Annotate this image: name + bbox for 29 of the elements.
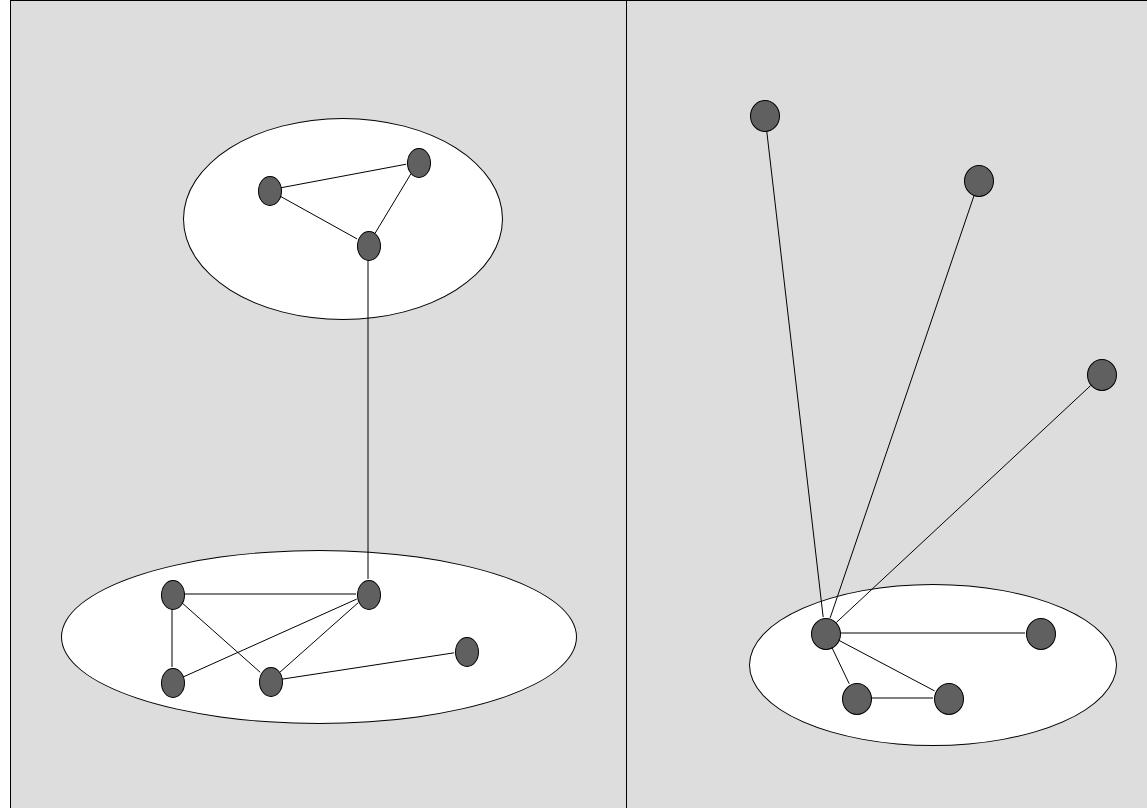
- connector-line: [839, 632, 1026, 634]
- connector-line: [183, 593, 357, 595]
- connector-line: [870, 697, 934, 699]
- vertex-circle: [811, 618, 841, 650]
- connector-line: [279, 195, 358, 240]
- connector-line: [766, 131, 824, 618]
- connector-line: [280, 163, 407, 189]
- connector-line: [171, 608, 173, 668]
- vertex-circle: [258, 176, 282, 206]
- vertex-circle: [934, 683, 964, 715]
- connector-line: [831, 646, 850, 685]
- connector-line: [181, 602, 261, 673]
- vertex-circle: [455, 637, 479, 667]
- vertex-circle: [161, 580, 185, 610]
- vertex-circle: [161, 668, 185, 698]
- connector-line: [835, 385, 1092, 623]
- vertex-circle: [407, 148, 431, 178]
- connector-line: [837, 639, 936, 692]
- connector-line: [279, 602, 359, 673]
- vertex-circle: [357, 580, 381, 610]
- connector-line: [182, 598, 358, 678]
- connector-line: [829, 195, 975, 619]
- vertex-circle: [842, 683, 872, 715]
- connector-line: [374, 173, 412, 234]
- connector-line: [367, 259, 369, 580]
- vertex-circle: [1026, 618, 1056, 650]
- vertex-circle: [357, 231, 381, 261]
- vertex-circle: [259, 667, 283, 697]
- connector-line: [281, 652, 455, 680]
